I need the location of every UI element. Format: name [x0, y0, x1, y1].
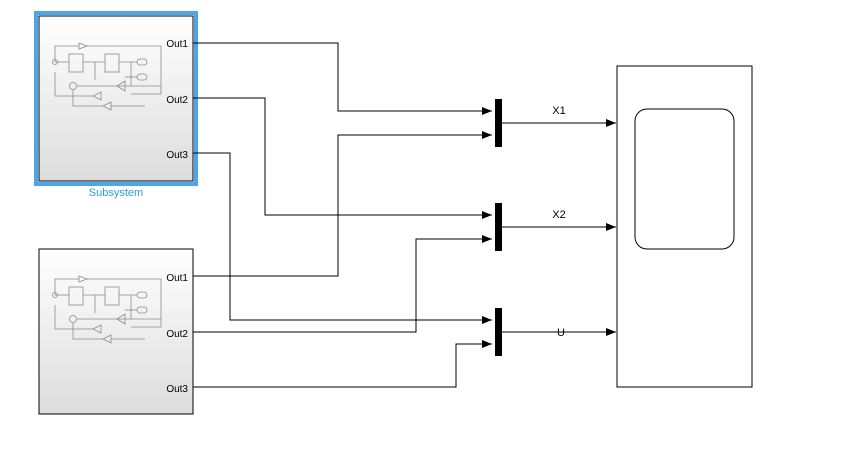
- signal-label-x1[interactable]: X1: [552, 105, 565, 117]
- signal-lines[interactable]: [193, 42, 492, 388]
- signal-label-u[interactable]: U: [557, 327, 565, 339]
- subsystem-body: [38, 248, 194, 415]
- port-label-out3: Out3: [166, 384, 188, 395]
- signal-line-sub2-out1[interactable]: [193, 131, 492, 277]
- mux-blocks[interactable]: [495, 99, 502, 356]
- port-label-out2: Out2: [166, 95, 188, 106]
- mux-output-lines[interactable]: X1 X2 U: [502, 105, 616, 339]
- signal-line-sub2-out3[interactable]: [193, 340, 492, 388]
- port-label-out2: Out2: [166, 329, 188, 340]
- mux-block-1[interactable]: [495, 99, 502, 147]
- scope-screen-icon: [634, 108, 735, 250]
- signal-label-x2[interactable]: X2: [552, 209, 565, 221]
- subsystem-block-2[interactable]: Out1 Out2 Out3: [38, 248, 194, 415]
- subsystem-block-1[interactable]: Out1 Out2 Out3 Subsystem: [34, 11, 198, 199]
- mux-block-2[interactable]: [495, 203, 502, 251]
- signal-line-sub1-out2[interactable]: [193, 97, 492, 219]
- signal-line-sub1-out3[interactable]: [193, 152, 492, 324]
- signal-line-sub1-out1[interactable]: [193, 42, 492, 115]
- subsystem-name[interactable]: Subsystem: [89, 187, 143, 199]
- signal-line-sub2-out2[interactable]: [193, 235, 492, 333]
- port-label-out1: Out1: [166, 39, 188, 50]
- subsystem-body: [38, 15, 194, 182]
- scope-block[interactable]: [616, 65, 753, 388]
- port-label-out1: Out1: [166, 273, 188, 284]
- port-label-out3: Out3: [166, 150, 188, 161]
- mux-block-3[interactable]: [495, 308, 502, 356]
